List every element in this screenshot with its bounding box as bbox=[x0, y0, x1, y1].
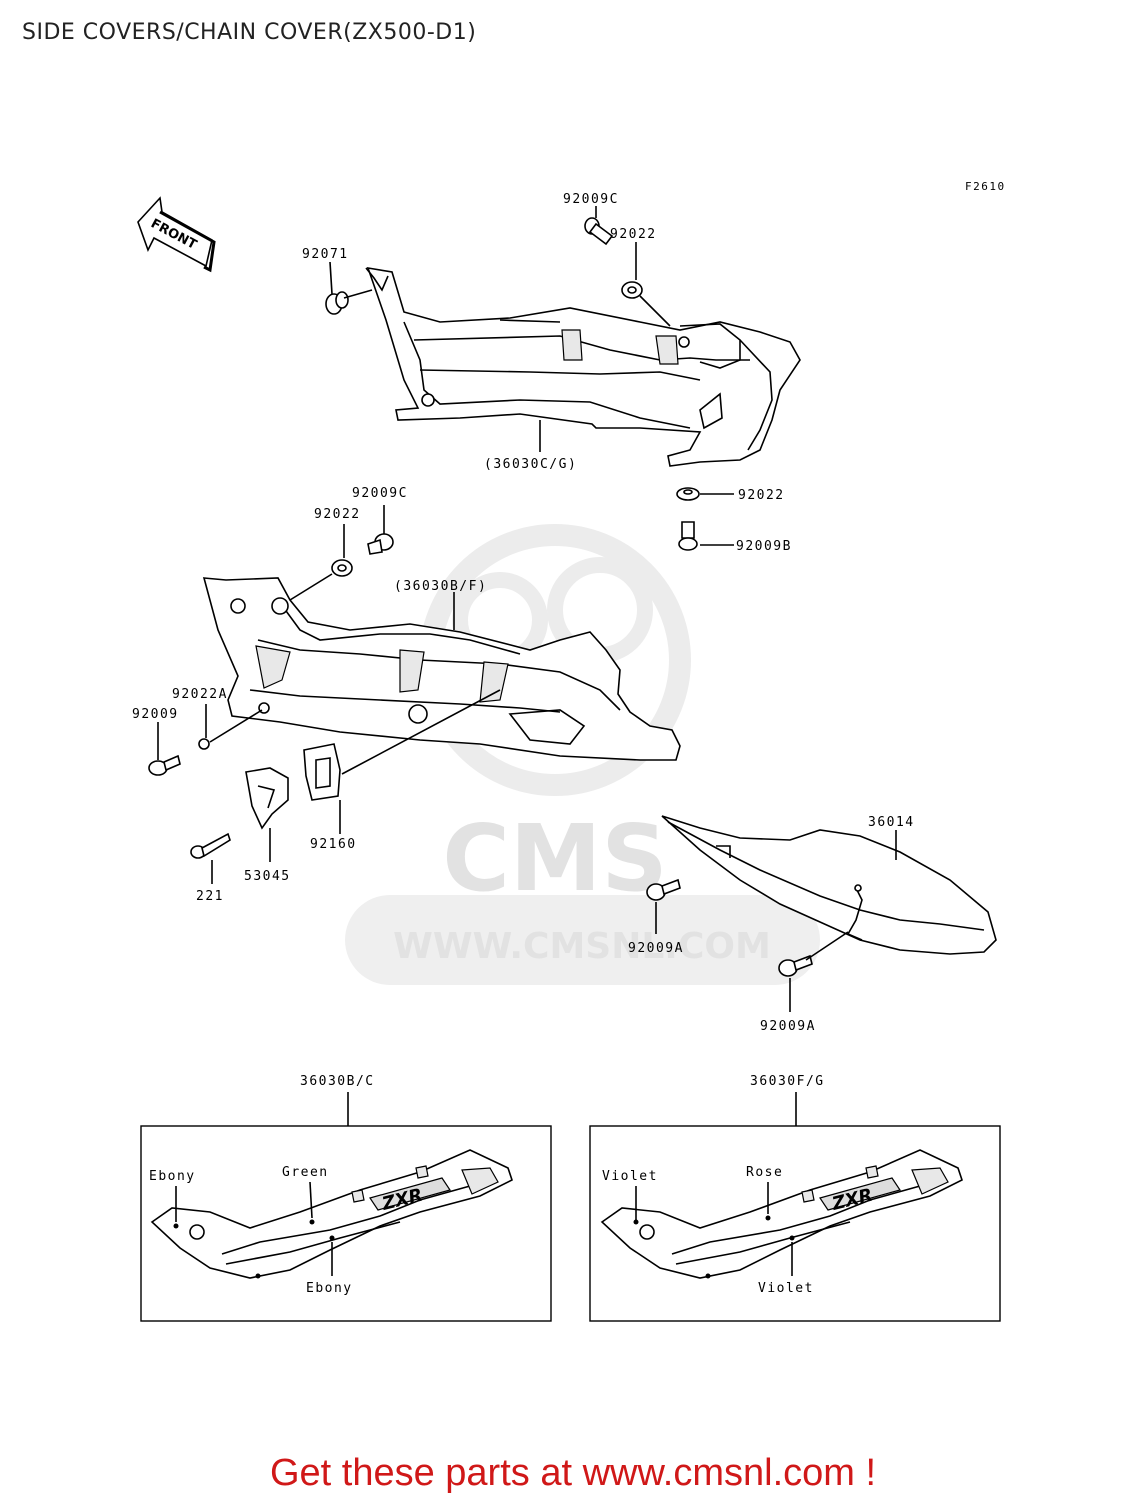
hardware bbox=[148, 217, 813, 977]
watermark-url: WWW.CMSNL.COM bbox=[393, 926, 771, 967]
bolt-92009b-icon bbox=[678, 521, 698, 551]
grommet-92071-icon bbox=[325, 291, 349, 315]
variant-right-part: 36030F/G bbox=[750, 1074, 825, 1089]
callout-92009a-bottom: 92009A bbox=[760, 1019, 816, 1034]
variant-right-label-2: Rose bbox=[746, 1165, 783, 1180]
variant-panel-right: 36030F/G ZXR Violet Rose Violet bbox=[589, 1074, 1001, 1322]
screw-221-icon bbox=[190, 832, 231, 859]
footer-link[interactable]: Get these parts at www.cmsnl.com ! bbox=[269, 1452, 877, 1494]
figure-code: F2610 bbox=[965, 180, 1006, 193]
callout-36030cg: (36030C/G) bbox=[484, 457, 577, 472]
upper-side-cover bbox=[365, 266, 801, 467]
callout-53045: 53045 bbox=[244, 869, 291, 884]
washer-92022a-icon bbox=[198, 738, 210, 750]
callout-92022-right: 92022 bbox=[738, 488, 785, 503]
variant-panel-left: 36030B/C ZXR Ebony Green Ebony bbox=[140, 1074, 552, 1322]
clip-53045-icon bbox=[245, 767, 289, 830]
callout-36014: 36014 bbox=[868, 815, 915, 830]
bolt-92009-icon bbox=[148, 754, 181, 776]
variant-right-label-3: Violet bbox=[758, 1281, 814, 1296]
bolt-92009c-top-icon bbox=[584, 217, 614, 246]
callout-92009: 92009 bbox=[132, 707, 179, 722]
chain-cover bbox=[661, 815, 997, 955]
parts-diagram: CMS WWW.CMSNL.COM F2610 FRONT bbox=[132, 180, 1006, 1322]
callout-92022-mid: 92022 bbox=[314, 507, 361, 522]
callout-92009b: 92009B bbox=[736, 539, 792, 554]
variant-left-label-1: Ebony bbox=[149, 1169, 196, 1184]
callout-92071: 92071 bbox=[302, 247, 349, 262]
page-title: SIDE COVERS/CHAIN COVER(ZX500-D1) bbox=[22, 20, 477, 45]
variant-right-label-1: Violet bbox=[602, 1169, 658, 1184]
callout-92022-top: 92022 bbox=[610, 227, 657, 242]
washer-92022-top-icon bbox=[621, 281, 643, 299]
watermark-logo: CMS bbox=[442, 805, 667, 912]
variant-left-label-2: Green bbox=[282, 1165, 329, 1180]
lower-side-cover bbox=[202, 577, 681, 761]
bolt-92009a-left-icon bbox=[646, 878, 681, 901]
callout-92009c-mid: 92009C bbox=[352, 486, 408, 501]
leader-lines bbox=[157, 206, 897, 1012]
damper-92160-icon bbox=[303, 743, 341, 801]
watermark: CMS WWW.CMSNL.COM bbox=[345, 524, 820, 985]
callout-92009c-top: 92009C bbox=[563, 192, 619, 207]
callout-36030bf: (36030B/F) bbox=[394, 579, 487, 594]
variant-left-part: 36030B/C bbox=[300, 1074, 375, 1089]
callout-92009a-left: 92009A bbox=[628, 941, 684, 956]
front-arrow-icon: FRONT bbox=[137, 196, 216, 273]
variant-left-label-3: Ebony bbox=[306, 1281, 353, 1296]
bolt-92009c-mid-icon bbox=[367, 533, 394, 555]
callout-92022a: 92022A bbox=[172, 687, 228, 702]
washer-92022-mid-icon bbox=[331, 559, 353, 577]
washer-92022-right-icon bbox=[676, 487, 700, 501]
callout-221: 221 bbox=[196, 889, 224, 904]
callout-92160: 92160 bbox=[310, 837, 357, 852]
